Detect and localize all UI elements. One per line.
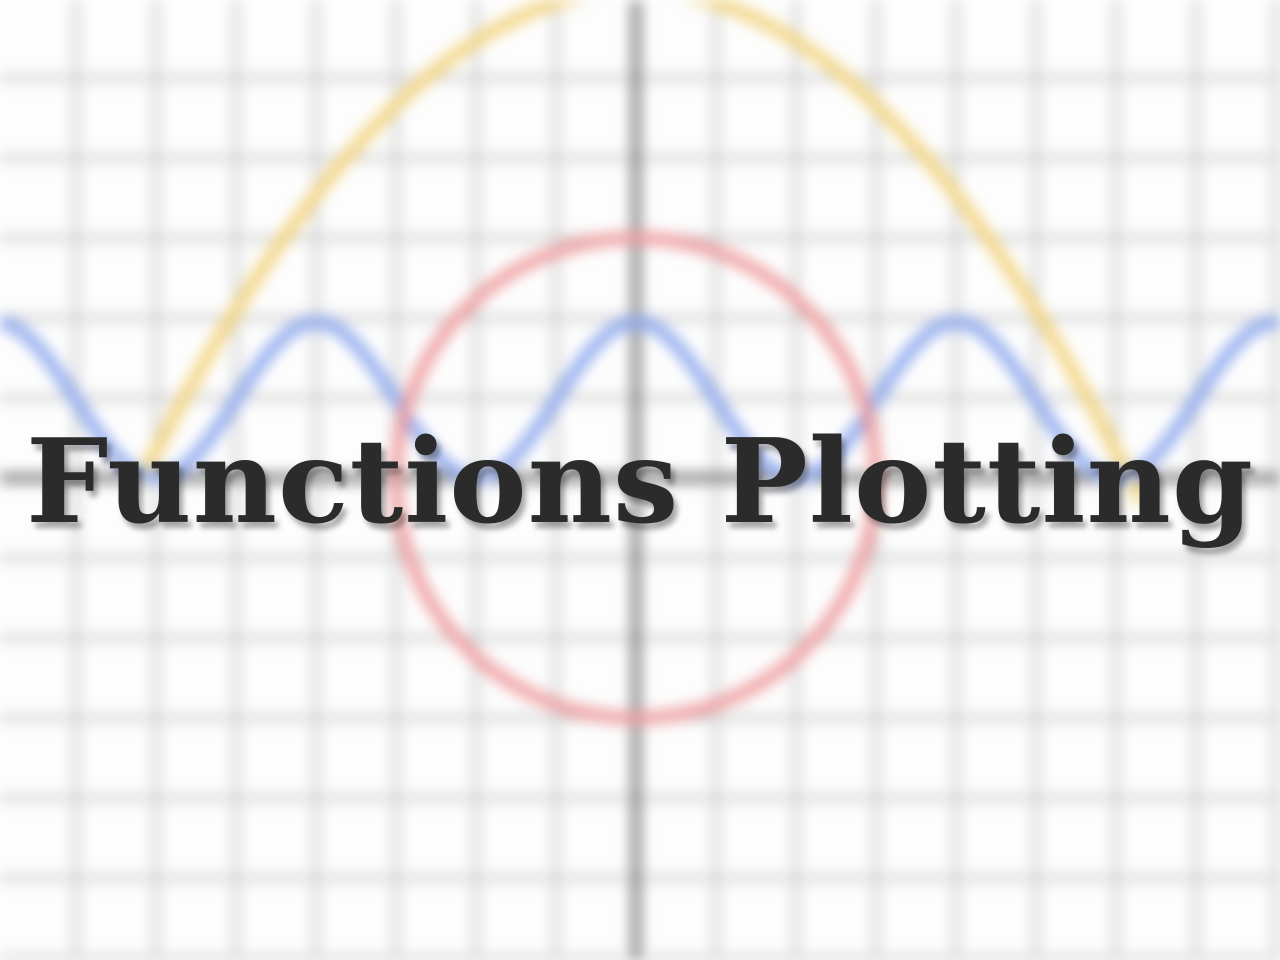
page-title: Functions Plotting <box>25 414 1254 550</box>
curves <box>0 0 1280 724</box>
parabola-icon <box>134 0 1146 504</box>
cosine-wave-icon <box>0 316 1280 484</box>
circle-icon <box>390 232 882 724</box>
